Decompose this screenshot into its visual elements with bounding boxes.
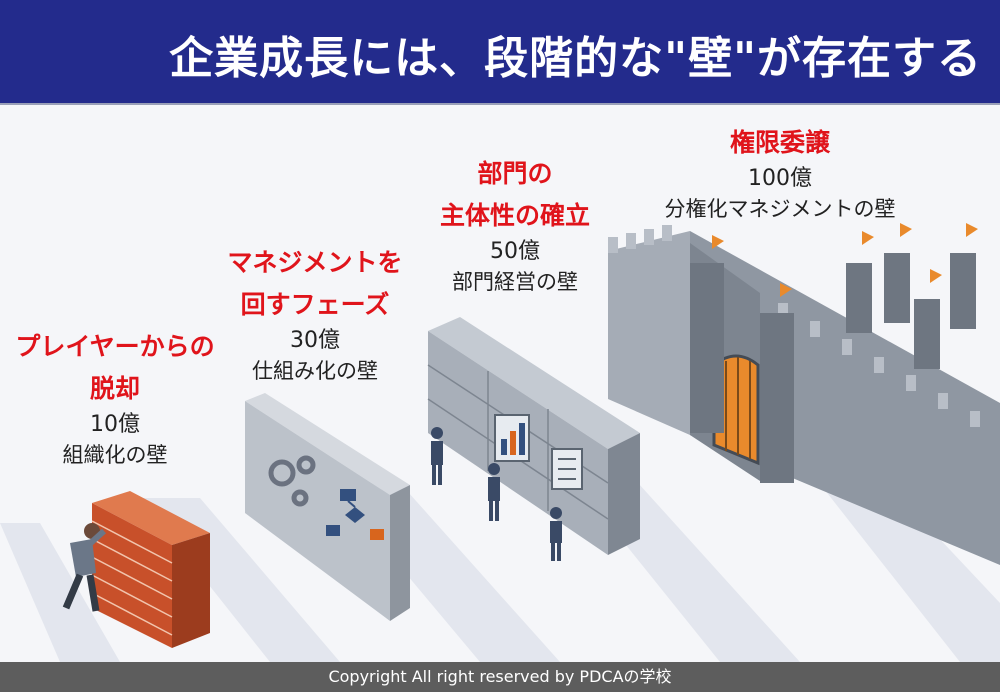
header-banner: 企業成長には、段階的な"壁"が存在する [0, 0, 1000, 105]
stage-4-desc: 分権化マネジメントの壁 [664, 197, 896, 221]
chart-board-icon [494, 414, 530, 462]
stage-4-title: 権限委譲 [729, 128, 830, 157]
flag-icon [712, 223, 978, 297]
stage-2-desc: 仕組み化の壁 [252, 359, 378, 383]
stage-3-title-line2: 主体性の確立 [439, 201, 590, 230]
castle [608, 223, 1000, 565]
castle-towers [690, 253, 976, 483]
stage-1-title-line2: 脱却 [89, 374, 140, 403]
stone-wall [427, 317, 640, 555]
growth-walls-illustration [0, 223, 1000, 662]
stage-3-title-line1: 部門の [477, 159, 553, 188]
stage-2-label: マネジメントを 回すフェーズ 30億 仕組み化の壁 [215, 242, 415, 386]
copyright-footer: Copyright All right reserved by PDCAの学校 [0, 662, 1000, 692]
mechanism-panel [245, 393, 410, 621]
flowchart-icon [326, 489, 384, 540]
worker-icon [431, 427, 562, 561]
stage-2-title-line2: 回すフェーズ [240, 290, 390, 319]
stage-4-label: 権限委譲 100億 分権化マネジメントの壁 [640, 122, 920, 224]
stage-3-label: 部門の 主体性の確立 50億 部門経営の壁 [405, 153, 625, 297]
stage-1-title-line1: プレイヤーからの [15, 332, 215, 361]
gear-icon [268, 455, 316, 507]
brick-wall [91, 491, 210, 648]
page-title: 企業成長には、段階的な"壁"が存在する [169, 33, 982, 84]
stage-3-desc: 部門経営の壁 [452, 270, 578, 294]
stage-1-label: プレイヤーからの 脱却 10億 組織化の壁 [0, 326, 230, 470]
stage-1-value: 10億 [90, 412, 140, 437]
copyright-text: Copyright All right reserved by PDCAの学校 [328, 667, 672, 686]
checklist-icon [551, 448, 583, 490]
stage-4-value: 100億 [748, 166, 812, 191]
stage-2-value: 30億 [290, 328, 340, 353]
stage-1-desc: 組織化の壁 [62, 443, 168, 467]
stage-3-value: 50億 [490, 239, 540, 264]
pushing-person-icon [62, 523, 107, 612]
stage-2-title-line1: マネジメントを [227, 248, 403, 277]
